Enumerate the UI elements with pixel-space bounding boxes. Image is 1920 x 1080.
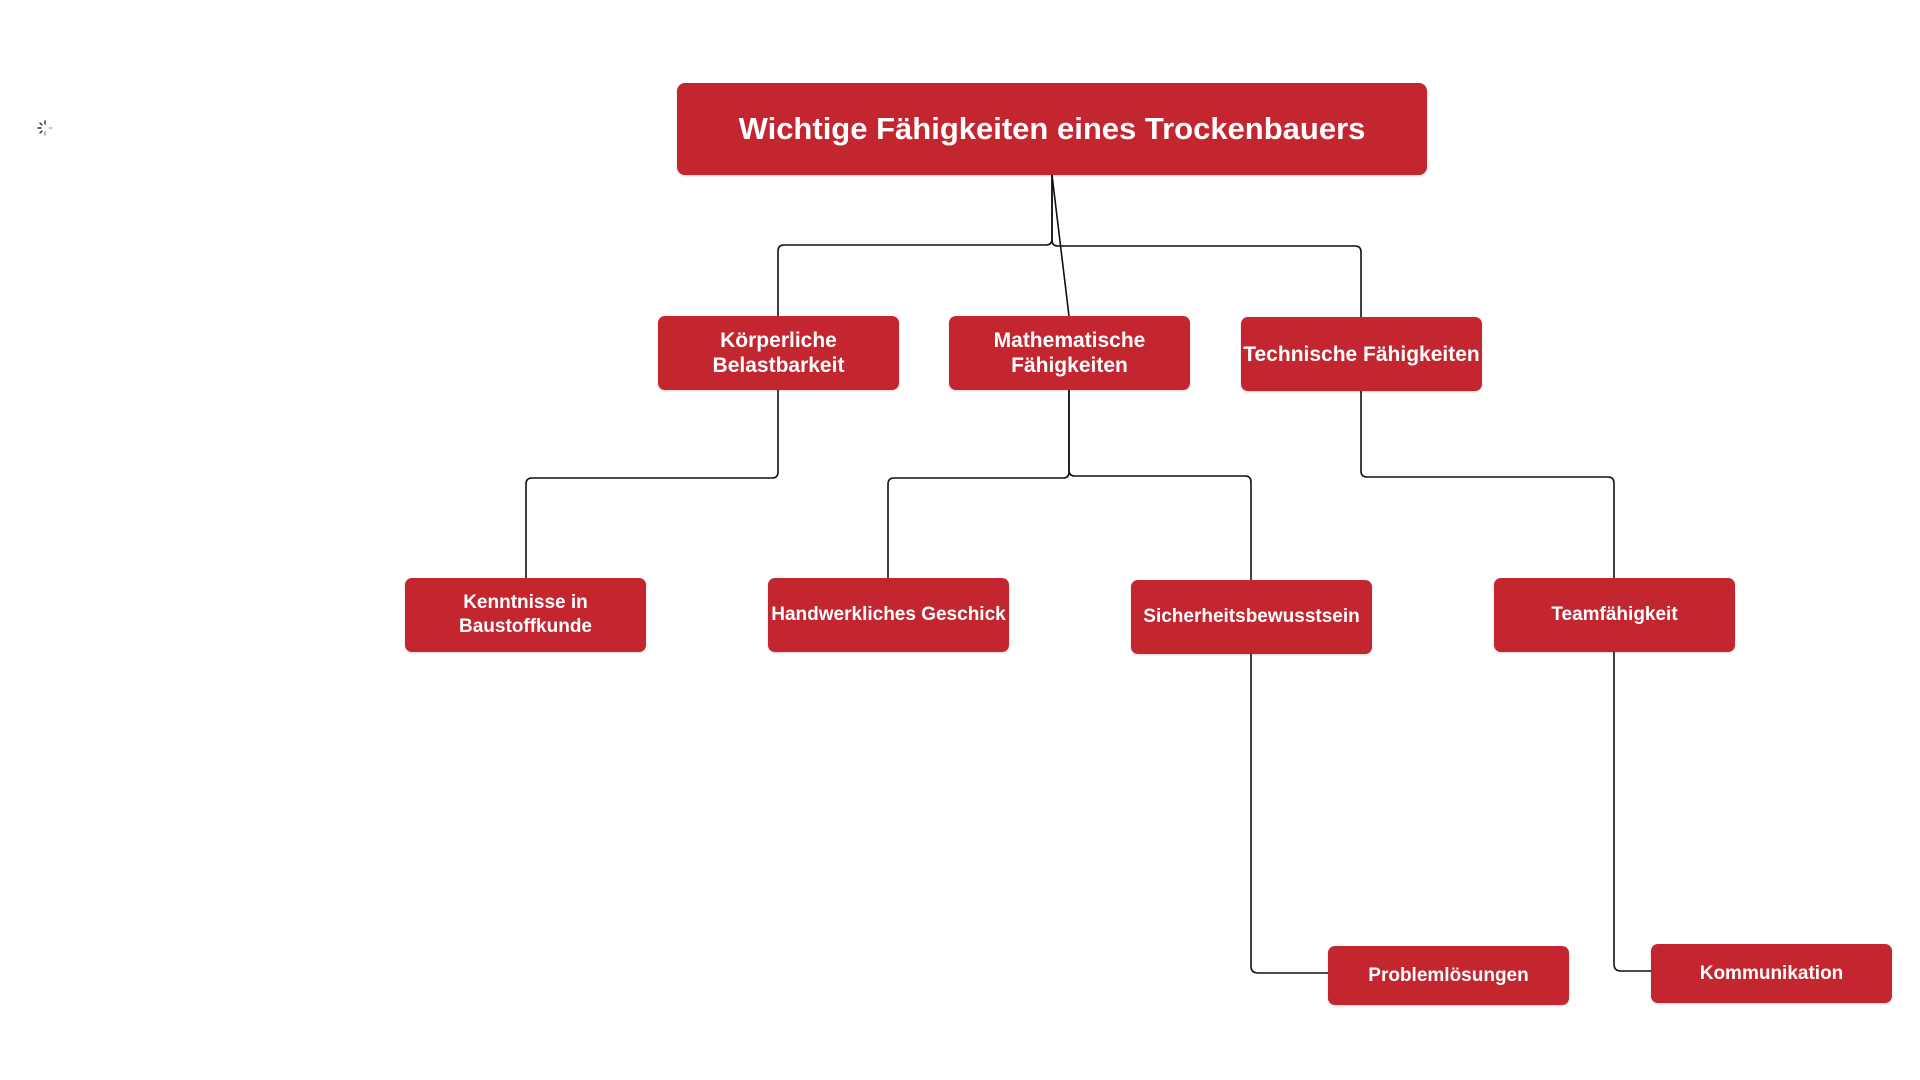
connector-team-kommunikation [1613,652,1651,972]
node-label: Körperliche Belastbarkeit [712,329,845,377]
node-label: Handwerkliches Geschick [771,604,1006,625]
connector-sicherheit-problem [1250,654,1328,974]
node-mathematische-faehigkeiten[interactable]: Mathematische Fähigkeiten [949,316,1190,390]
node-label: Sicherheitsbewusstsein [1143,606,1360,627]
node-label: Mathematische Fähigkeiten [993,329,1146,377]
node-koerperliche-belastbarkeit[interactable]: Körperliche Belastbarkeit [658,316,899,390]
connector-mathematische-handwerkliches [887,390,1070,578]
node-teamfaehigkeit[interactable]: Teamfähigkeit [1494,578,1735,652]
node-kommunikation[interactable]: Kommunikation [1651,944,1892,1003]
connector-mathematische-sicherheit [1068,390,1252,580]
loading-spinner-icon [37,120,53,136]
node-problemloesungen[interactable]: Problemlösungen [1328,946,1569,1005]
node-technische-faehigkeiten[interactable]: Technische Fähigkeiten [1241,317,1482,391]
node-label: Technische Fähigkeiten [1243,342,1480,366]
node-label: Kommunikation [1699,962,1844,984]
connector-technische-team [1360,391,1615,578]
diagram-title-node[interactable]: Wichtige Fähigkeiten eines Trockenbauers [677,83,1427,175]
node-label: Kenntnisse in Baustoffkunde [459,592,592,637]
connector-title-koerperliche [777,175,1053,316]
node-sicherheitsbewusstsein[interactable]: Sicherheitsbewusstsein [1131,580,1372,654]
node-handwerkliches-geschick[interactable]: Handwerkliches Geschick [768,578,1009,652]
connector-title-technische [1051,175,1362,317]
node-label: Teamfähigkeit [1551,604,1678,625]
node-label: Problemlösungen [1368,964,1529,986]
node-kenntnisse-baustoffkunde[interactable]: Kenntnisse in Baustoffkunde [405,578,646,652]
diagram-title-label: Wichtige Fähigkeiten eines Trockenbauers [738,111,1366,146]
connector-koerperliche-kenntnisse [525,390,779,578]
